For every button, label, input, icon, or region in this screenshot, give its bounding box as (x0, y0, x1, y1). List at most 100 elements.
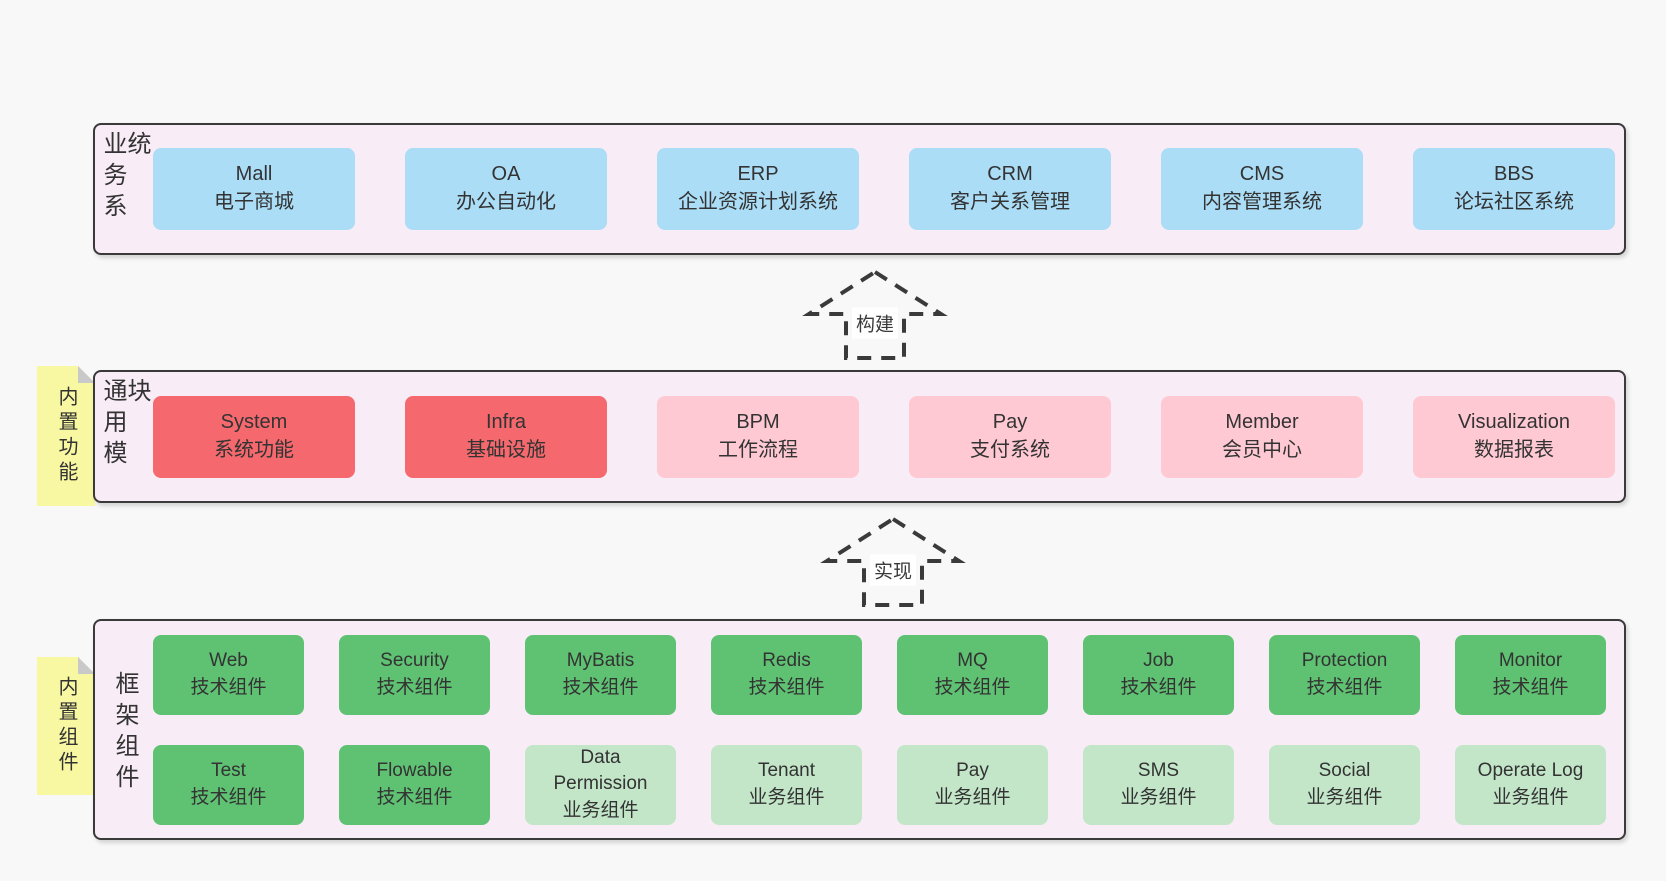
box-social: Social 业务组件 (1269, 744, 1420, 825)
box-desc: 技术组件 (376, 676, 453, 698)
box-name: Pay (956, 760, 989, 782)
box-desc: 技术组件 (1120, 676, 1197, 698)
build-arrow: 构建 (800, 267, 950, 363)
box-name: MQ (957, 650, 988, 672)
box-name: CRM (987, 163, 1033, 186)
box-desc: 系统功能 (214, 438, 294, 461)
box-mq: MQ 技术组件 (897, 634, 1048, 715)
box-name: Infra (485, 410, 527, 433)
box-name: Visualization (1458, 410, 1570, 433)
box-desc: 支付系统 (970, 438, 1050, 461)
box-cms: CMS 内容管理系统 (1161, 148, 1363, 230)
box-desc: 业务组件 (1492, 786, 1569, 808)
layer-common-modules: 通用模块 System 系统功能 Infra 基础设施 BPM 工作流程 Pay 支付系统 Me… (93, 370, 1626, 503)
box-crm: CRM 客户关系管理 (909, 148, 1111, 230)
box-protection: Protection 技术组件 (1269, 634, 1420, 715)
builtin-components-tag: 内置组件 (37, 657, 95, 795)
arrow-label: 构建 (851, 307, 899, 339)
box-visualization: Visualization 数据报表 (1413, 395, 1615, 478)
box-pay: Pay 业务组件 (897, 744, 1048, 825)
box-name: SMS (1137, 760, 1180, 782)
box-desc: 业务组件 (562, 799, 639, 821)
box-name: Test (211, 760, 246, 782)
box-pay: Pay 支付系统 (909, 395, 1111, 478)
box-bbs: BBS 论坛社区系统 (1413, 148, 1615, 230)
up-block-arrow-icon (820, 516, 966, 607)
box-name: Flowable (376, 760, 453, 782)
box-desc: 内容管理系统 (1202, 191, 1322, 213)
box-desc: 会员中心 (1222, 438, 1302, 461)
box-desc: 电子商城 (214, 191, 294, 213)
box-desc: 基础设施 (466, 438, 546, 461)
box-name: CMS (1239, 163, 1285, 186)
box-name: Redis (762, 650, 811, 672)
box-name: OA (491, 163, 521, 186)
box-desc: 企业资源计划系统 (678, 191, 838, 213)
box-desc: 数据报表 (1474, 438, 1554, 461)
tag-label: 内置组件 (55, 676, 77, 776)
box-name: System (220, 410, 288, 433)
box-name: BBS (1493, 163, 1535, 186)
box-desc: 技术组件 (562, 676, 639, 698)
box-name: BPM (736, 410, 780, 433)
box-desc: 业务组件 (1306, 786, 1383, 808)
box-desc: 技术组件 (190, 676, 267, 698)
box-name: Mall (235, 163, 273, 186)
box-desc: 技术组件 (1306, 676, 1383, 698)
box-name: Pay (992, 410, 1028, 433)
box-desc: 技术组件 (748, 676, 825, 698)
box-desc: 业务组件 (748, 786, 825, 808)
implement-arrow: 实现 (818, 514, 968, 610)
layer-side-label: 业务系统 (99, 131, 150, 224)
layer-side-label: 框架组件 (111, 670, 138, 795)
box-name: MyBatis (566, 650, 635, 672)
box-security: Security 技术组件 (339, 634, 490, 715)
box-name: Security (380, 650, 449, 672)
box-member: Member 会员中心 (1161, 395, 1363, 478)
builtin-features-tag: 内置功能 (37, 366, 95, 506)
box-name: ERP (737, 163, 779, 186)
box-desc: 技术组件 (190, 786, 267, 808)
box-mybatis: MyBatis 技术组件 (525, 634, 676, 715)
box-name: Social (1318, 760, 1371, 782)
box-name: Member (1225, 410, 1299, 433)
box-tenant: Tenant 业务组件 (711, 744, 862, 825)
tag-label: 内置功能 (55, 386, 77, 486)
box-mall: Mall 电子商城 (153, 148, 355, 230)
layer-side-label: 通用模块 (99, 378, 150, 471)
box-row: System 系统功能 Infra 基础设施 BPM 工作流程 Pay 支付系统 Member 会… (153, 395, 1615, 478)
box-desc: 客户关系管理 (950, 191, 1070, 213)
box-name: Tenant (757, 760, 816, 782)
box-job: Job 技术组件 (1083, 634, 1234, 715)
box-system: System 系统功能 (153, 395, 355, 478)
box-infra: Infra 基础设施 (405, 395, 607, 478)
box-name: Protection (1301, 650, 1388, 672)
box-redis: Redis 技术组件 (711, 634, 862, 715)
box-grid: System 系统功能 Infra 基础设施 BPM 工作流程 Pay 支付系统 Member 会… (153, 372, 1628, 501)
box-test: Test 技术组件 (153, 744, 304, 825)
box-desc: 技术组件 (934, 676, 1011, 698)
box-desc: 论坛社区系统 (1454, 191, 1574, 213)
box-name: Web (209, 650, 248, 672)
box-desc: 工作流程 (718, 438, 798, 461)
arrow-label: 实现 (869, 554, 917, 586)
box-desc: 业务组件 (934, 786, 1011, 808)
box-bpm: BPM 工作流程 (657, 395, 859, 478)
up-block-arrow-icon (802, 269, 948, 360)
box-name: Job (1143, 650, 1174, 672)
box-erp: ERP 企业资源计划系统 (657, 148, 859, 230)
